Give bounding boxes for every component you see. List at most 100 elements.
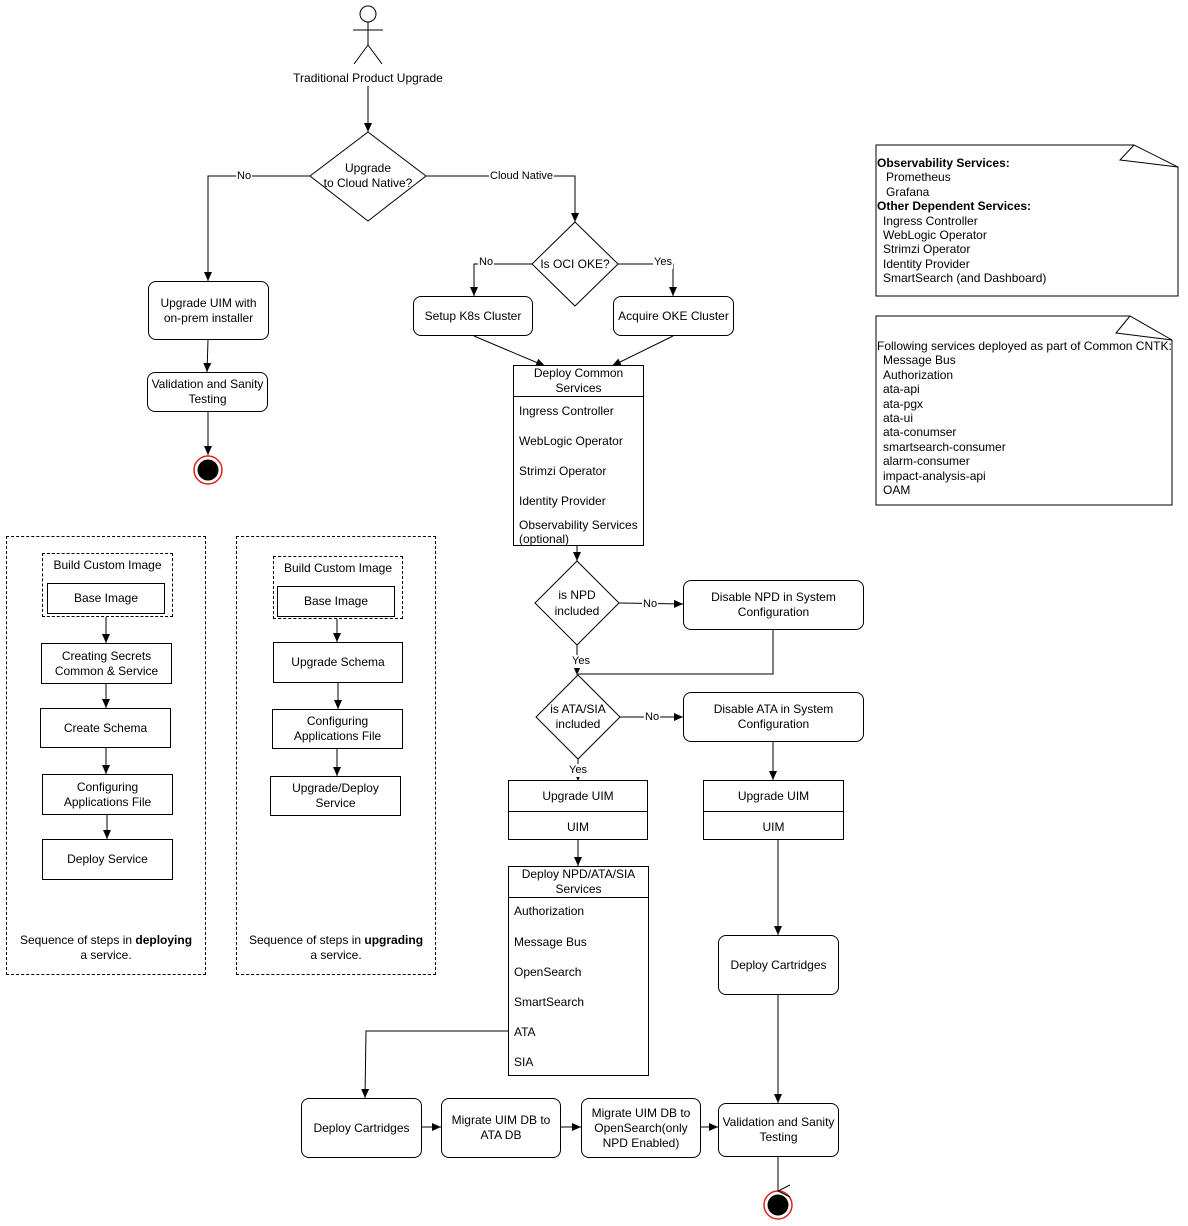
- note-cntk-text: Following services deployed as part of C…: [877, 339, 1172, 497]
- upgrade-uim-right-title: Upgrade UIM: [704, 781, 843, 812]
- note-item: smartsearch-consumer: [883, 439, 1006, 454]
- note-item: WebLogic Operator: [883, 228, 987, 243]
- note-item: Identity Provider: [883, 256, 970, 271]
- migrate-ata-box[interactable]: Migrate UIM DB to ATA DB: [441, 1098, 561, 1158]
- edge-label-oke-yes: Yes: [653, 256, 673, 269]
- decision-upgrade-line2: to Cloud Native?: [323, 176, 413, 190]
- npd-services-box[interactable]: Deploy NPD/ATA/SIA Services Authorizatio…: [508, 866, 649, 1076]
- deploy-cartridges-right-box[interactable]: Deploy Cartridges: [718, 935, 839, 995]
- validation-bottom-box[interactable]: Validation and Sanity Testing: [718, 1103, 839, 1157]
- note-item: SmartSearch (and Dashboard): [883, 271, 1047, 286]
- decision-npd-line1: is NPD: [558, 588, 596, 602]
- note-heading: Other Dependent Services:: [877, 199, 1032, 214]
- upgrade-uim-left-box[interactable]: Upgrade UIM UIM: [508, 780, 648, 840]
- edge-label-npd-yes: Yes: [571, 655, 591, 668]
- decision-npd-line2: included: [554, 604, 600, 618]
- upgrade-uim-right-item: UIM: [762, 819, 785, 834]
- common-service-item: WebLogic Operator: [519, 434, 623, 448]
- caption-text: Sequence of steps in: [19, 933, 136, 947]
- edge-label-ata-yes: Yes: [568, 764, 588, 777]
- note-heading: Following services deployed as part of C…: [877, 339, 1172, 353]
- common-services-title: Deploy Common Services: [514, 366, 643, 397]
- note-item: OAM: [883, 483, 911, 498]
- upgrade-uim-left-item: UIM: [567, 819, 589, 834]
- caption-bold: upgrading: [364, 933, 424, 947]
- note-item: ata-pgx: [883, 396, 924, 411]
- actor-label: Traditional Product Upgrade: [293, 71, 443, 85]
- upgrade-on-prem-box[interactable]: Upgrade UIM with on-prem installer: [148, 281, 269, 340]
- deploying-step-box[interactable]: Creating Secrets Common & Service: [41, 643, 172, 684]
- deploy-cartridges-bottom-box[interactable]: Deploy Cartridges: [301, 1098, 422, 1158]
- common-service-item: Ingress Controller: [519, 404, 614, 418]
- deploying-sequence-panel: [6, 536, 206, 975]
- edge-label-oke-no: No: [478, 256, 495, 269]
- edge-label-cloud-native: Cloud Native: [489, 170, 554, 183]
- npd-service-item: Message Bus: [514, 935, 587, 949]
- npd-service-item: OpenSearch: [514, 965, 582, 979]
- note-item: Strimzi Operator: [883, 242, 971, 257]
- deploying-build-image-group: [42, 553, 173, 617]
- common-service-item: Identity Provider: [519, 494, 606, 508]
- upgrading-step-box[interactable]: Upgrade Schema: [273, 642, 403, 683]
- common-service-item: Strimzi Operator: [519, 464, 607, 478]
- npd-service-item: SmartSearch: [514, 995, 585, 1009]
- disable-npd-box[interactable]: Disable NPD in System Configuration: [683, 580, 864, 630]
- disable-ata-box[interactable]: Disable ATA in System Configuration: [683, 692, 864, 742]
- actor-figure: [353, 5, 383, 65]
- caption-bold: deploying: [135, 933, 193, 947]
- note-item: Grafana: [886, 184, 930, 199]
- decision-upgrade-line1: Upgrade: [344, 161, 392, 175]
- deploying-step-box[interactable]: Deploy Service: [42, 839, 173, 880]
- edge-label-ata-no: No: [644, 711, 661, 724]
- note-item: alarm-consumer: [883, 454, 970, 469]
- end-node-bottom: [763, 1190, 793, 1220]
- upgrade-uim-left-title: Upgrade UIM: [509, 781, 647, 812]
- decision-ata-line1: is ATA/SIA: [550, 702, 606, 716]
- deploying-step-box[interactable]: Configuring Applications File: [42, 774, 173, 815]
- deploying-base-image-box[interactable]: Base Image: [47, 583, 165, 614]
- upgrading-base-image-box[interactable]: Base Image: [277, 586, 395, 617]
- note-item: Ingress Controller: [883, 213, 978, 228]
- note-item: impact-analysis-api: [883, 468, 986, 483]
- upgrading-build-image-label: Build Custom Image: [283, 561, 393, 575]
- common-service-item: Observability Services (optional): [519, 518, 638, 546]
- note-heading: Observability Services:: [877, 156, 1010, 170]
- note-cntk-shape: [875, 315, 1173, 506]
- edge-label-no-upgrade: No: [236, 170, 253, 183]
- decision-npd-included[interactable]: [534, 560, 620, 646]
- decision-oci-oke[interactable]: [531, 221, 619, 307]
- caption-text: a service.: [80, 948, 132, 962]
- edge-label-npd-no: No: [642, 598, 659, 611]
- note-observability-text: Observability Services: Prometheus Grafa…: [877, 156, 1046, 286]
- setup-k8s-box[interactable]: Setup K8s Cluster: [413, 296, 533, 336]
- note-item: ata-api: [883, 382, 920, 397]
- caption-text: Sequence of steps in: [248, 933, 365, 947]
- decision-oci-oke-label: Is OCI OKE?: [540, 257, 610, 271]
- note-item: Message Bus: [883, 353, 956, 368]
- upgrading-caption: Sequence of steps in upgrading a service…: [236, 933, 436, 963]
- deploying-caption: Sequence of steps in deploying a service…: [6, 933, 206, 963]
- note-item: Authorization: [883, 367, 954, 382]
- migrate-opensearch-box[interactable]: Migrate UIM DB to OpenSearch(only NPD En…: [581, 1098, 701, 1158]
- acquire-oke-box[interactable]: Acquire OKE Cluster: [613, 296, 734, 336]
- upgrading-build-image-group: [273, 556, 403, 619]
- note-observability-shape: [875, 144, 1179, 297]
- decision-upgrade-cloud-native[interactable]: [309, 131, 427, 222]
- deploying-build-image-label: Build Custom Image: [53, 558, 162, 572]
- validation-left-box[interactable]: Validation and Sanity Testing: [147, 372, 268, 412]
- upgrading-step-box[interactable]: Upgrade/Deploy Service: [270, 776, 401, 816]
- note-item: Prometheus: [886, 170, 951, 185]
- common-services-box[interactable]: Deploy Common Services Ingress Controlle…: [513, 365, 644, 546]
- decision-ata-line2: included: [555, 717, 601, 731]
- npd-service-item: Authorization: [514, 904, 585, 918]
- npd-service-item: ATA: [514, 1025, 536, 1039]
- deploying-step-box[interactable]: Create Schema: [40, 708, 171, 748]
- npd-services-title: Deploy NPD/ATA/SIA Services: [509, 867, 648, 898]
- note-item: ata-ui: [883, 411, 914, 426]
- upgrading-step-box[interactable]: Configuring Applications File: [272, 709, 403, 749]
- upgrading-sequence-panel: [236, 536, 436, 975]
- npd-service-item: SIA: [514, 1055, 534, 1069]
- note-item: ata-conumser: [883, 425, 957, 440]
- upgrade-uim-right-box[interactable]: Upgrade UIM UIM: [703, 780, 844, 840]
